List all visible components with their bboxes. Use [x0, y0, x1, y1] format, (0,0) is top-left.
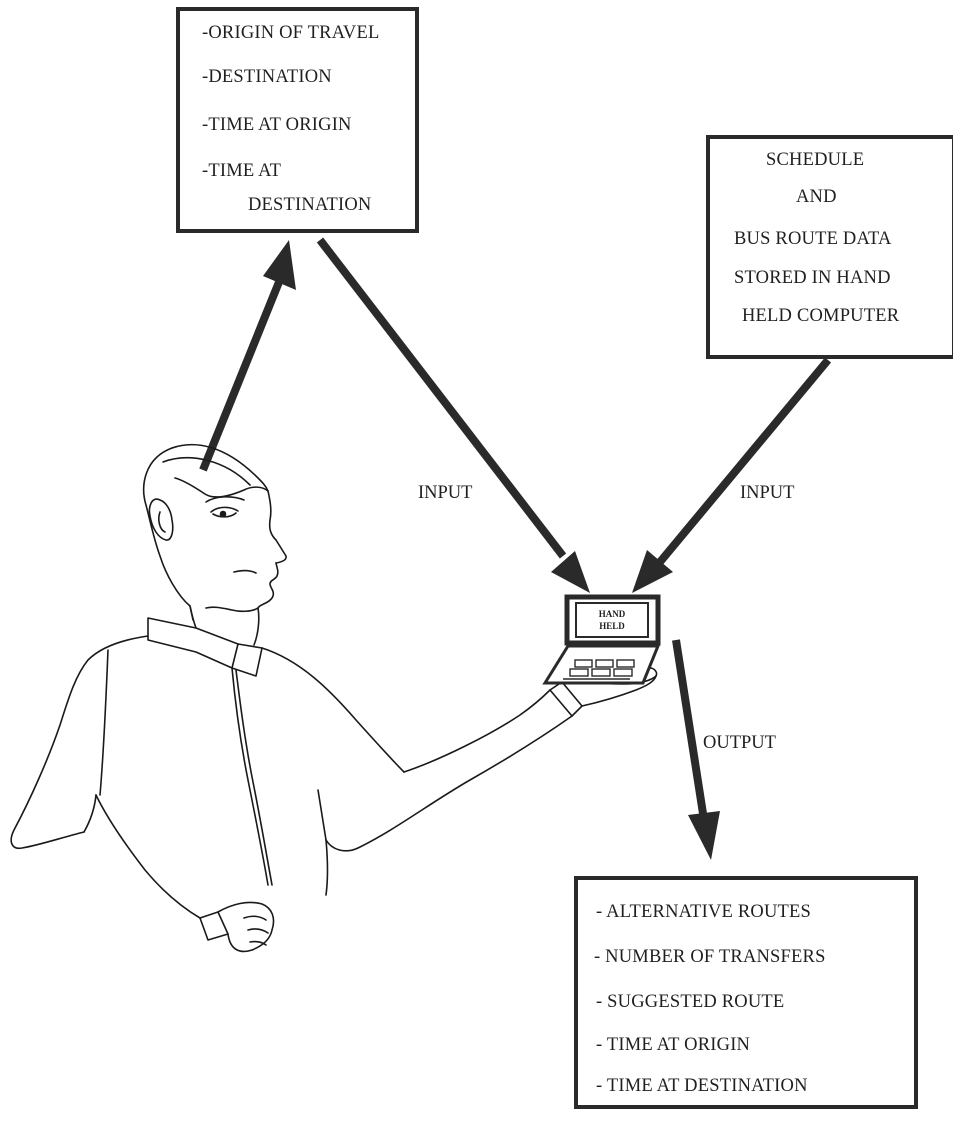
handheld-computer: HAND HELD — [542, 594, 661, 685]
trip-input-time-at-origin: -TIME AT ORIGIN — [202, 115, 352, 135]
trip-input-time-at-destination: DESTINATION — [248, 195, 372, 215]
output-number-of-transfers: - NUMBER OF TRANSFERS — [594, 947, 826, 967]
handheld-keyboard — [563, 659, 635, 680]
schedule-line-held-computer: HELD COMPUTER — [742, 306, 900, 326]
output-time-at-destination: - TIME AT DESTINATION — [596, 1076, 808, 1096]
trip-input-box: -ORIGIN OF TRAVEL -DESTINATION -TIME AT … — [176, 7, 419, 233]
input-label-left: INPUT — [418, 483, 473, 503]
trip-input-destination: -DESTINATION — [202, 67, 332, 87]
handheld-screen-line1: HAND — [599, 609, 626, 619]
arrow-handheld-to-output-box — [672, 639, 720, 860]
schedule-line-schedule: SCHEDULE — [766, 150, 865, 170]
schedule-line-and: AND — [796, 187, 837, 207]
person-illustration — [10, 443, 658, 953]
input-label-right: INPUT — [740, 483, 795, 503]
arrow-schedule-box-to-handheld — [632, 357, 832, 593]
arrow-trip-box-to-handheld — [316, 237, 590, 593]
output-label: OUTPUT — [703, 733, 776, 753]
arrow-person-to-trip-box — [199, 240, 296, 472]
output-time-at-origin: - TIME AT ORIGIN — [596, 1035, 751, 1055]
schedule-line-stored-in-hand: STORED IN HAND — [734, 268, 891, 288]
handheld-screen-line2: HELD — [599, 621, 625, 631]
schedule-line-bus-route-data: BUS ROUTE DATA — [734, 229, 892, 249]
output-suggested-route: - SUGGESTED ROUTE — [596, 992, 785, 1012]
output-alternative-routes: - ALTERNATIVE ROUTES — [596, 902, 812, 922]
output-results-box: - ALTERNATIVE ROUTES - NUMBER OF TRANSFE… — [574, 876, 918, 1109]
trip-input-time-at: -TIME AT — [202, 161, 282, 181]
schedule-data-box: SCHEDULE AND BUS ROUTE DATA STORED IN HA… — [706, 135, 953, 359]
trip-input-origin: -ORIGIN OF TRAVEL — [202, 23, 380, 43]
